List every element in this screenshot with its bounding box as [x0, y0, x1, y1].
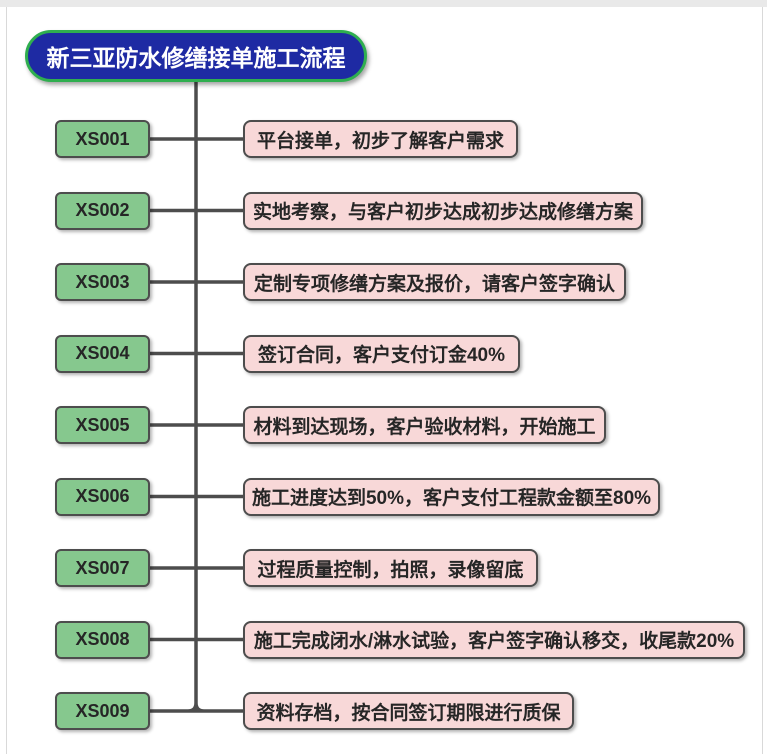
flow-step-row: XS007 过程质量控制，拍照，录像留底	[0, 549, 767, 587]
step-code-node[interactable]: XS004	[55, 334, 150, 373]
canvas-left-edge	[6, 7, 7, 754]
step-code-node[interactable]: XS007	[55, 549, 150, 587]
step-code-node[interactable]: XS006	[55, 477, 150, 516]
flow-step-row: XS006 施工进度达到50%，客户支付工程款金额至80%	[0, 477, 767, 516]
canvas-top-edge	[0, 0, 767, 7]
flow-step-row: XS008 施工完成闭水/淋水试验，客户签字确认移交，收尾款20%	[0, 620, 767, 659]
step-desc-node[interactable]: 平台接单，初步了解客户需求	[243, 120, 518, 158]
step-code-node[interactable]: XS008	[55, 620, 150, 659]
flow-step-row: XS003 定制专项修缮方案及报价，请客户签字确认	[0, 263, 767, 301]
canvas-right-edge	[762, 7, 763, 754]
step-desc-node[interactable]: 过程质量控制，拍照，录像留底	[243, 549, 538, 587]
connector-path	[148, 80, 245, 713]
flow-step-row: XS002 实地考察，与客户初步达成初步达成修缮方案	[0, 191, 767, 230]
step-code-node[interactable]: XS003	[55, 263, 150, 301]
step-desc-node[interactable]: 材料到达现场，客户验收材料，开始施工	[243, 406, 606, 444]
step-code-node[interactable]: XS002	[55, 191, 150, 230]
step-desc-node[interactable]: 签订合同，客户支付订金40%	[243, 334, 520, 373]
flow-step-row: XS001 平台接单，初步了解客户需求	[0, 120, 767, 158]
step-code-node[interactable]: XS009	[55, 692, 150, 730]
root-title-node[interactable]: 新三亚防水修缮接单施工流程	[25, 30, 367, 82]
step-desc-node[interactable]: 施工完成闭水/淋水试验，客户签字确认移交，收尾款20%	[243, 620, 745, 659]
flow-step-row: XS005 材料到达现场，客户验收材料，开始施工	[0, 406, 767, 444]
step-desc-node[interactable]: 资料存档，按合同签订期限进行质保	[243, 692, 574, 730]
step-code-node[interactable]: XS001	[55, 120, 150, 158]
step-desc-node[interactable]: 实地考察，与客户初步达成初步达成修缮方案	[243, 191, 643, 230]
step-desc-node[interactable]: 定制专项修缮方案及报价，请客户签字确认	[243, 263, 626, 301]
step-desc-node[interactable]: 施工进度达到50%，客户支付工程款金额至80%	[243, 477, 660, 516]
flow-step-row: XS004 签订合同，客户支付订金40%	[0, 334, 767, 373]
step-code-node[interactable]: XS005	[55, 406, 150, 444]
flow-step-row: XS009 资料存档，按合同签订期限进行质保	[0, 692, 767, 730]
